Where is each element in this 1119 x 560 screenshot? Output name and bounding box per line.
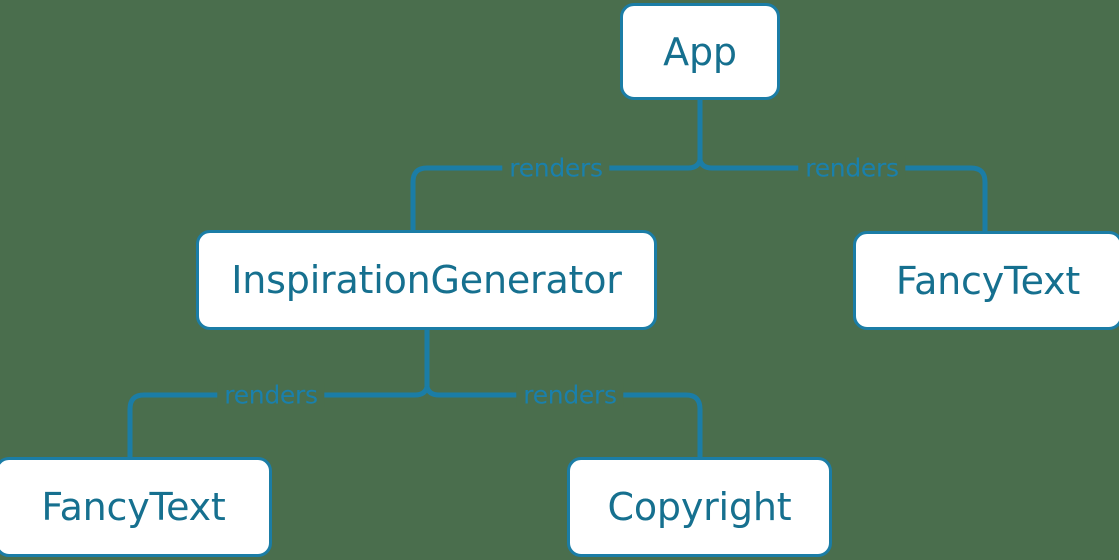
node-fancytext-right-label: FancyText bbox=[895, 258, 1081, 303]
node-inspiration-generator-label: InspirationGenerator bbox=[231, 258, 622, 302]
edge-label-app-fancytext-right: renders bbox=[798, 155, 906, 181]
node-copyright[interactable]: Copyright bbox=[567, 457, 832, 557]
edge-app-to-fancytext-right bbox=[697, 159, 988, 231]
node-copyright-label: Copyright bbox=[607, 485, 792, 529]
edge-app-to-inspiration-generator bbox=[410, 159, 703, 230]
edge-label-inspiration-generator-copyright: renders bbox=[516, 382, 624, 408]
edge-label-inspiration-generator-fancytext-left: renders bbox=[217, 382, 325, 408]
edge-label-app-inspiration-generator: renders bbox=[502, 155, 610, 181]
node-app-label: App bbox=[663, 29, 737, 74]
edge-inspiration-generator-to-copyright bbox=[424, 386, 703, 457]
node-fancytext-left[interactable]: FancyText bbox=[0, 457, 272, 557]
node-fancytext-right[interactable]: FancyText bbox=[853, 231, 1119, 330]
node-fancytext-left-label: FancyText bbox=[41, 485, 226, 529]
edge-inspiration-generator-to-fancytext-left bbox=[127, 386, 430, 457]
node-inspiration-generator[interactable]: InspirationGenerator bbox=[196, 230, 657, 330]
node-app[interactable]: App bbox=[620, 3, 780, 100]
